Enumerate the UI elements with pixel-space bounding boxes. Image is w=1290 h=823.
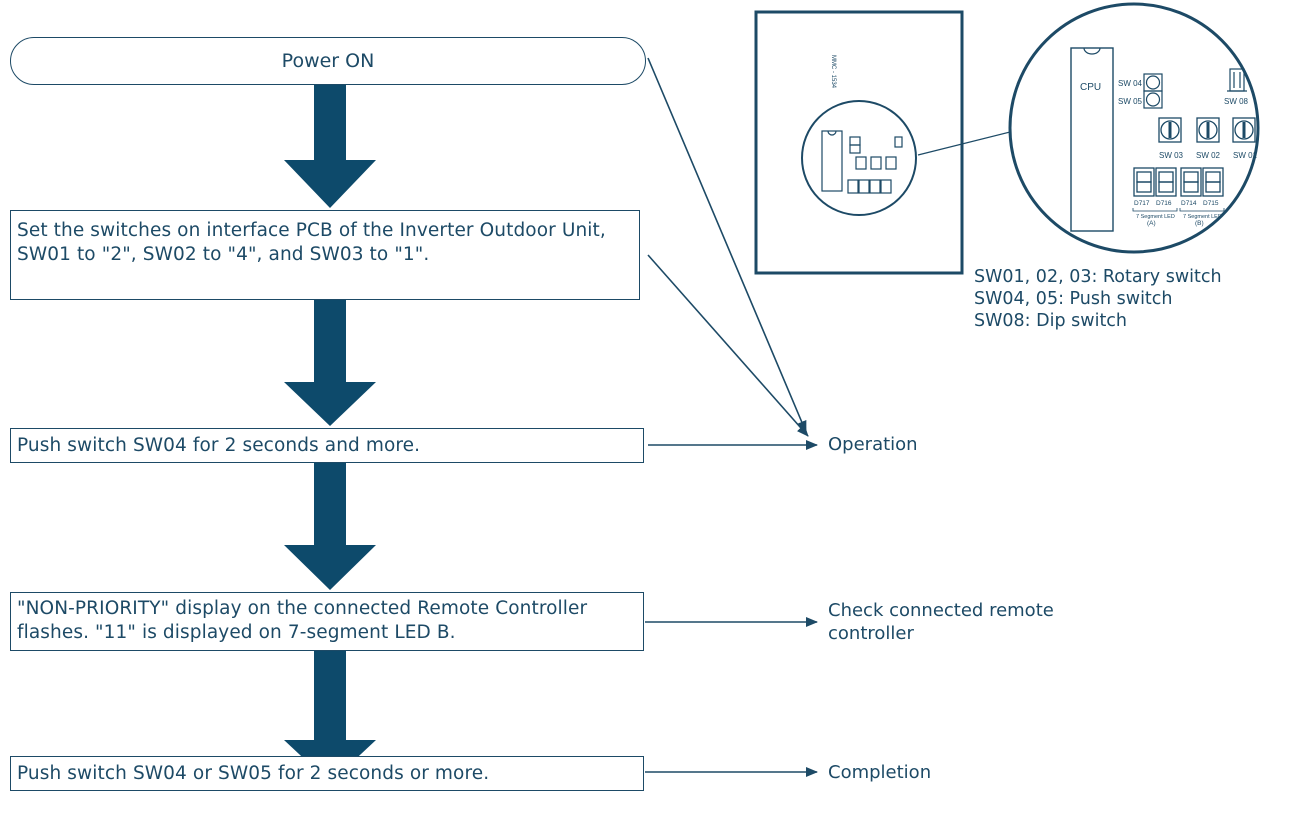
down-arrow-3	[284, 462, 376, 590]
pcb-figure: MMC - 1534 CPU SW 04 SW 05 S	[754, 2, 1260, 275]
d715-label: D715	[1203, 200, 1219, 207]
sw05-switch	[1143, 90, 1163, 109]
d714-label: D714	[1181, 200, 1197, 207]
step-push-sw04: Push switch SW04 for 2 seconds and more.	[10, 428, 644, 463]
led-b-id: (B)	[1195, 220, 1204, 227]
legend-push: SW04, 05: Push switch	[974, 289, 1173, 309]
check-remote-label: Check connected remote controller	[828, 600, 1054, 644]
sw08-label: SW 08	[1224, 97, 1249, 106]
sw02-label: SW 02	[1196, 151, 1221, 160]
step-set-switches: Set the switches on interface PCB of the…	[10, 210, 640, 300]
step-non-priority-text: "NON-PRIORITY" display on the connected …	[17, 598, 588, 643]
pcb-small-detail	[801, 100, 917, 216]
step-non-priority-display: "NON-PRIORITY" display on the connected …	[10, 592, 644, 651]
d716-label: D716	[1156, 200, 1172, 207]
pcb-magnified-detail: CPU SW 04 SW 05 SW 08 SW 03 SW 02 SW 01	[1008, 2, 1260, 254]
connector-switches-to-operation	[647, 254, 809, 437]
sw03-rotary	[1158, 117, 1182, 143]
seven-segment-leds	[1133, 167, 1224, 197]
step-push-sw04-sw05-text: Push switch SW04 or SW05 for 2 seconds o…	[17, 762, 490, 784]
switch-legend: SW01, 02, 03: Rotary switch SW04, 05: Pu…	[974, 266, 1222, 332]
power-on-node: Power ON	[10, 37, 646, 85]
step-push-sw04-sw05: Push switch SW04 or SW05 for 2 seconds o…	[10, 756, 644, 791]
operation-label: Operation	[828, 434, 918, 455]
sw03-label: SW 03	[1159, 151, 1184, 160]
sw08-dip-switch	[1227, 68, 1247, 92]
sw04-label: SW 04	[1118, 79, 1143, 88]
down-arrow-1	[284, 85, 376, 208]
power-on-label: Power ON	[281, 50, 375, 72]
sw01-rotary	[1232, 117, 1256, 143]
sw01-label: SW 01	[1233, 151, 1258, 160]
cpu-chip	[1070, 47, 1114, 232]
pcb-board-outline	[754, 10, 964, 275]
led-a-label: 7 Segment LED	[1136, 214, 1175, 220]
sw02-rotary	[1196, 117, 1220, 143]
legend-dip: SW08: Dip switch	[974, 311, 1128, 331]
d717-label: D717	[1134, 200, 1150, 207]
sw05-label: SW 05	[1118, 97, 1143, 106]
flow-arrows	[284, 85, 376, 783]
led-b-label: 7 Segment LED	[1183, 214, 1222, 220]
completion-label: Completion	[828, 762, 932, 783]
down-arrow-2	[284, 300, 376, 426]
pcb-board-code: MMC - 1534	[830, 55, 836, 89]
cpu-label: CPU	[1080, 82, 1101, 93]
legend-rotary: SW01, 02, 03: Rotary switch	[974, 267, 1222, 287]
step-push-sw04-text: Push switch SW04 for 2 seconds and more.	[17, 434, 421, 456]
down-arrow-4	[284, 650, 376, 783]
step-set-switches-text: Set the switches on interface PCB of the…	[17, 220, 606, 265]
led-a-id: (A)	[1147, 220, 1156, 227]
connector-power-to-operation	[647, 57, 807, 433]
